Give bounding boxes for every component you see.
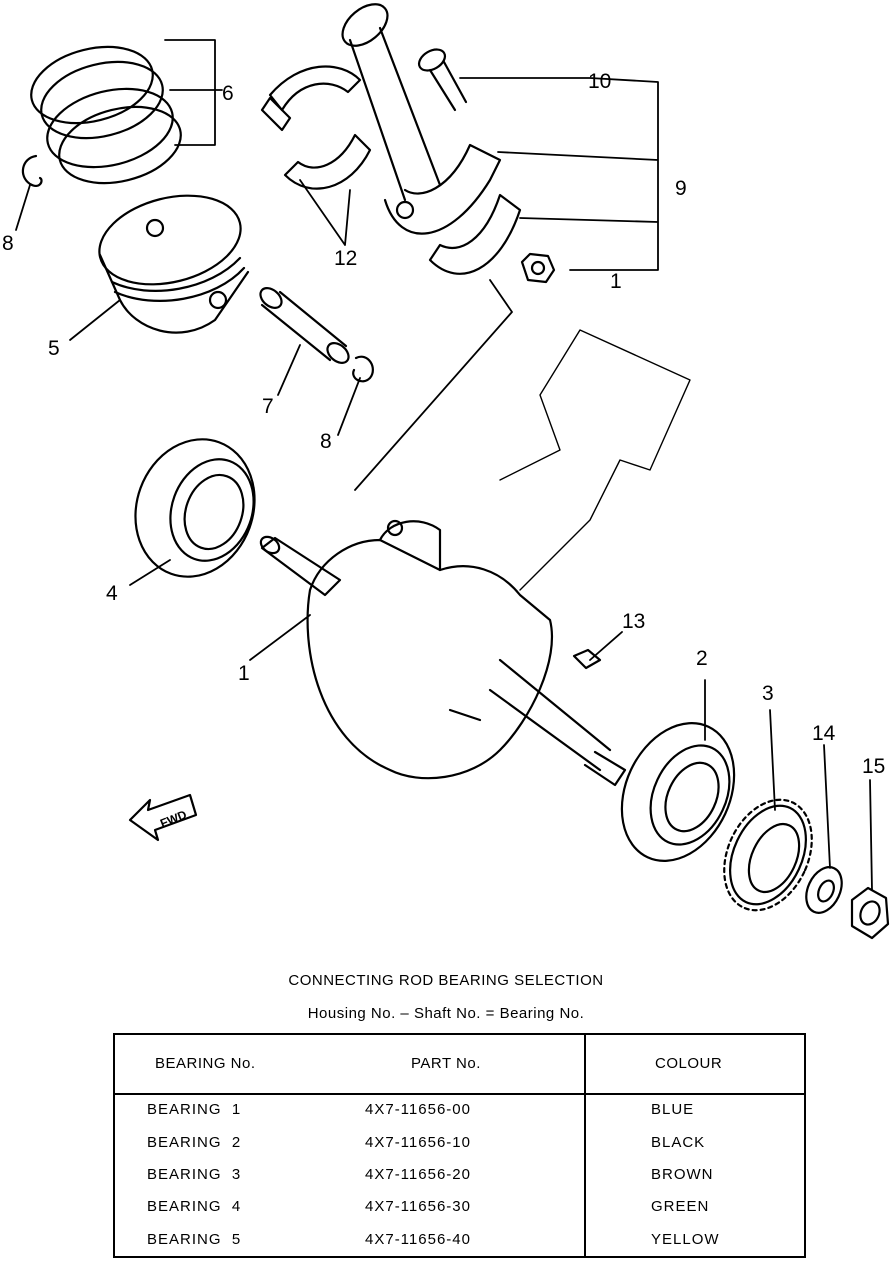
row-5-part: 4X7-11656-40 (365, 1231, 471, 1248)
callout-15: 15 (862, 755, 885, 778)
callout-13: 13 (622, 610, 645, 633)
leader-lines (15, 39, 873, 891)
bearing-selection-table: BEARING No. PART No. COLOUR BEARING 1 4X… (113, 1033, 806, 1258)
row-2-colour: BLACK (651, 1134, 706, 1151)
woodruff-key (572, 648, 602, 670)
row-1-part: 4X7-11656-00 (365, 1101, 471, 1118)
callout-12: 12 (334, 247, 357, 270)
callout-10: 10 (588, 70, 611, 93)
header-part-no: PART No. (411, 1055, 481, 1072)
callout-8-top: 8 (2, 232, 14, 255)
washer (805, 866, 843, 914)
row-3-part: 4X7-11656-20 (365, 1166, 471, 1183)
row-1-bearing: BEARING 1 (147, 1101, 242, 1118)
row-2-bearing: BEARING 2 (147, 1134, 242, 1151)
header-divider (115, 1093, 804, 1095)
crank-gear (723, 798, 813, 912)
selection-formula: Housing No. – Shaft No. = Bearing No. (307, 1005, 585, 1022)
callout-9: 9 (675, 177, 687, 200)
piston-pin (259, 287, 350, 364)
piston (98, 194, 250, 334)
column-divider (584, 1035, 586, 1256)
callout-1: 1 (238, 662, 250, 685)
main-bearing-right (620, 722, 736, 862)
exploded-parts-diagram: 6 8 5 7 8 12 10 9 1 4 1 13 2 3 14 15 FWD (2, 3, 890, 940)
forward-label: FWD (158, 807, 189, 830)
row-4-part: 4X7-11656-30 (365, 1198, 471, 1215)
piston-pin-clip-left (21, 154, 43, 187)
header-colour: COLOUR (655, 1055, 723, 1072)
connecting-rod (341, 3, 522, 275)
piston-pin-clip-right (352, 355, 374, 383)
row-3-bearing: BEARING 3 (147, 1166, 242, 1183)
row-4-colour: GREEN (651, 1198, 710, 1215)
callout-8: 8 (320, 430, 332, 453)
callout-5: 5 (48, 337, 60, 360)
piston-rings (30, 45, 182, 185)
callout-7: 7 (262, 395, 274, 418)
callout-6: 6 (222, 82, 234, 105)
connecting-rod-nut (520, 252, 556, 284)
table-title: CONNECTING ROD BEARING SELECTION (288, 972, 604, 989)
row-2-part: 4X7-11656-10 (365, 1134, 471, 1151)
row-5-bearing: BEARING 5 (147, 1231, 242, 1248)
callout-2: 2 (696, 647, 708, 670)
crank-nut (850, 886, 890, 940)
main-bearing-left (134, 438, 256, 578)
connecting-rod-bolt (417, 48, 468, 112)
callout-3: 3 (762, 682, 774, 705)
row-5-colour: YELLOW (651, 1231, 720, 1248)
callout-4: 4 (106, 582, 118, 605)
row-4-bearing: BEARING 4 (147, 1198, 242, 1215)
crankshaft (259, 519, 627, 787)
callout-1-top: 1 (610, 270, 622, 293)
big-end-bearing-shells (260, 65, 372, 190)
header-bearing-no: BEARING No. (155, 1055, 256, 1072)
piston-outline-ghost (499, 329, 691, 591)
callout-14: 14 (812, 722, 836, 745)
forward-arrow-icon (128, 793, 198, 842)
row-1-colour: BLUE (651, 1101, 695, 1118)
row-3-colour: BROWN (651, 1166, 714, 1183)
